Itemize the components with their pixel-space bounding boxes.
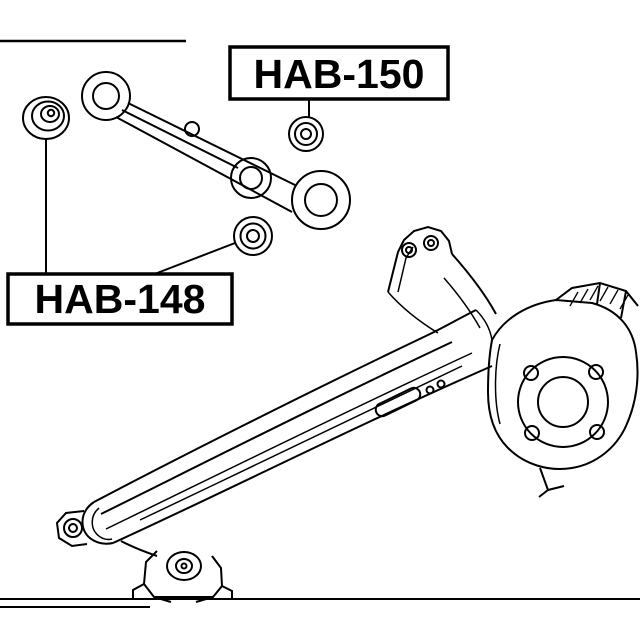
hab-148-leader-line-diagonal xyxy=(151,242,236,276)
bushing-outer-ring xyxy=(22,96,70,140)
bolt-hole xyxy=(589,424,605,440)
bushing-lower xyxy=(233,216,273,256)
bushing-hab-150 xyxy=(288,116,324,152)
arm-eye-right-outer xyxy=(291,170,351,230)
spindle-bracket xyxy=(555,281,639,319)
front-mount-bracket xyxy=(55,510,88,548)
hab-150-label: HAB-150 xyxy=(254,51,425,97)
lower-mount-bushing xyxy=(120,540,233,603)
arm-eye-right-inner xyxy=(304,183,338,217)
arm-eye-mid-outer xyxy=(230,157,272,199)
bushing-inner-ring xyxy=(40,105,60,123)
bushing-core xyxy=(46,108,56,118)
hab-148-label: HAB-148 xyxy=(35,276,206,322)
bolt-hole xyxy=(524,425,540,441)
arm-eye-left-inner xyxy=(92,82,120,110)
upper-arm-body xyxy=(81,71,351,230)
hab-148-label-box xyxy=(6,272,234,326)
hub-outer-circle xyxy=(517,356,609,448)
arm-slot-and-holes xyxy=(374,379,446,418)
hub-center-hole xyxy=(537,376,589,428)
trailing-arm-drawing xyxy=(55,225,639,603)
callout-hab-150: HAB-150 xyxy=(228,45,450,117)
callout-hab-148: HAB-148 xyxy=(6,139,236,326)
upper-fork-bracket xyxy=(387,225,497,341)
hatching-lines xyxy=(569,285,629,310)
upper-control-arm-drawing xyxy=(22,71,351,256)
bolt-hole xyxy=(523,365,539,381)
scan-border-lines xyxy=(0,39,640,608)
arm-small-hole xyxy=(184,121,200,137)
bushing-mid-ring xyxy=(31,100,65,132)
hab-150-label-box xyxy=(228,45,450,101)
bolt-hole xyxy=(588,364,604,380)
knuckle-hub-plate xyxy=(486,298,639,498)
bushing-upper-left xyxy=(22,96,70,140)
arm-eye-left-outer xyxy=(81,71,131,121)
arm-eye-mid-inner xyxy=(239,166,263,190)
